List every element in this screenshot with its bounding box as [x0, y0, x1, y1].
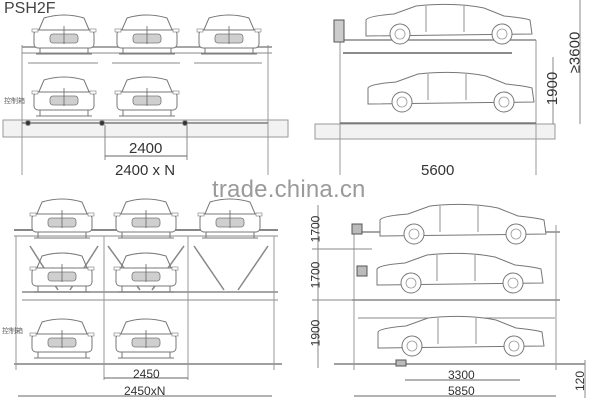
dim-total-width-3level: 2450xN: [124, 384, 166, 398]
dim-length-2level: 5600: [421, 162, 455, 179]
dim-total-length-3level: 5850: [448, 384, 475, 398]
dim-level-bottom-3level: 1900: [308, 319, 323, 347]
dim-platform-length-3level: 3300: [448, 368, 475, 382]
dim-total-height-2level: ≥3600: [566, 31, 584, 74]
model-title: PSH2F: [4, 0, 56, 17]
dim-total-width-2level: 2400 x N: [115, 162, 176, 179]
control-box-label: 控制箱: [4, 98, 25, 105]
dim-pit-depth: 120: [573, 370, 588, 392]
dim-single-width-2level: 2400: [129, 140, 163, 157]
dim-level-top-3level: 1700: [308, 215, 323, 243]
control-box-label-3level: 控制箱: [2, 328, 23, 335]
dim-level-height-2level: 1900: [544, 71, 562, 106]
dim-single-width-3level: 2450: [133, 367, 160, 381]
dim-level-mid-3level: 1700: [308, 261, 323, 289]
watermark: trade.china.cn: [212, 176, 366, 203]
